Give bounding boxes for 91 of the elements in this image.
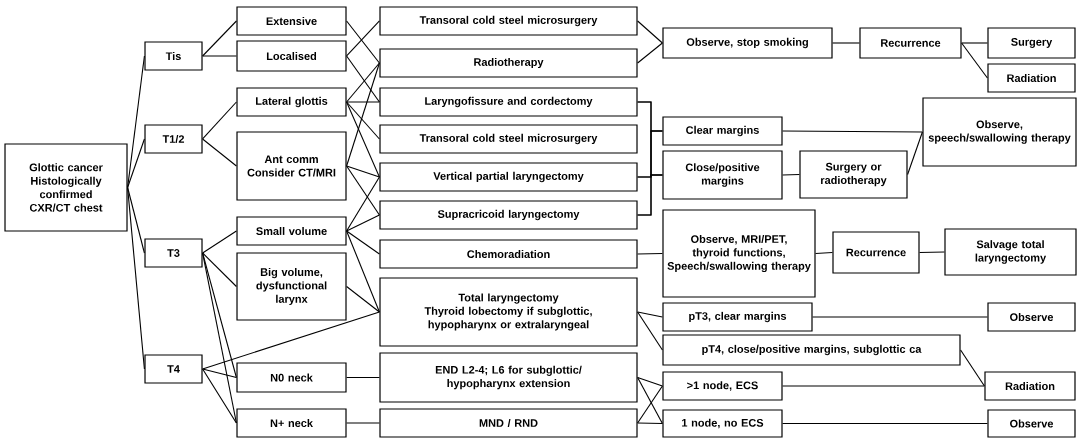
connector-line [782, 385, 985, 387]
connector-line [202, 138, 237, 167]
connector-line [637, 311, 663, 351]
flow-box: Surgery [987, 27, 1076, 59]
connector-line [637, 385, 663, 424]
connector-line [637, 174, 663, 216]
flow-box: Supracricoid laryngectomy [379, 200, 638, 230]
connector-line [346, 20, 380, 64]
flow-box: Laryngofissure and cordectomy [379, 87, 638, 117]
flow-box: Radiotherapy [379, 48, 638, 78]
flow-box: T1/2 [144, 124, 203, 154]
flow-box: Big volume, dysfunctional larynx [236, 252, 347, 321]
connector-line [346, 101, 380, 140]
flow-box: pT3, clear margins [662, 302, 813, 332]
flow-box: Glottic cancer Histologically confirmed CXR/CT chest [4, 143, 128, 232]
connector-line [127, 138, 145, 189]
flow-box: Radiation [987, 63, 1076, 93]
flow-box: Observe, speech/swallowing therapy [922, 97, 1077, 167]
flow-box: Transoral cold steel microsurgery [379, 6, 638, 36]
connector-line [346, 214, 380, 232]
connector-line [346, 285, 380, 313]
connector-line [346, 62, 380, 167]
connector-line [346, 230, 380, 255]
flow-box: Ant comm Consider CT/MRI [236, 131, 347, 201]
connector-line [637, 422, 663, 425]
flow-box: Localised [236, 40, 347, 72]
connector-line [637, 311, 663, 318]
connector-line [202, 230, 237, 254]
connector-line [346, 101, 380, 178]
connector-line [782, 130, 923, 133]
connector-line [815, 251, 833, 255]
connector-line [127, 186, 145, 254]
flow-box: Vertical partial laryngectomy [379, 162, 638, 192]
connector-line [637, 20, 663, 44]
connector-line [346, 101, 380, 103]
connector-line [202, 20, 237, 57]
flow-box: Observe [987, 409, 1076, 438]
connector-line [346, 230, 380, 313]
connector-line [346, 422, 380, 424]
connector-line [127, 55, 145, 189]
flow-box: Small volume [236, 216, 347, 246]
flow-box: Transoral cold steel microsurgery [379, 124, 638, 154]
flow-box: Chemoradiation [379, 239, 638, 269]
flow-box: T4 [144, 354, 203, 384]
flow-box: 1 node, no ECS [662, 409, 783, 438]
flow-box: N0 neck [236, 362, 347, 393]
connector-line [782, 422, 988, 425]
connector-line [202, 101, 237, 140]
flow-box: Observe, MRI/PET, thyroid functions, Speech/swallowing therapy [662, 209, 816, 298]
flow-box: >1 node, ECS [662, 371, 783, 401]
connector-line [346, 165, 380, 178]
flow-box: N+ neck [236, 408, 347, 438]
flow-box: Lateral glottis [236, 87, 347, 117]
connector-line [202, 252, 237, 424]
flow-box: Recurrence [859, 27, 962, 59]
connector-line [832, 42, 860, 44]
connector-line [202, 368, 237, 379]
flow-box: Tis [144, 41, 203, 71]
connector-line [202, 368, 237, 424]
connector-line [637, 376, 663, 425]
connector-line [127, 186, 145, 370]
connector-line [812, 316, 988, 318]
flow-box: Radiation [984, 371, 1076, 401]
flow-box: Close/positive margins [662, 150, 783, 200]
flow-box: Recurrence [832, 231, 920, 274]
flow-box: Observe, stop smoking [662, 27, 833, 59]
flow-box: T3 [144, 238, 203, 268]
connector-line [637, 376, 663, 387]
connector-line [961, 42, 988, 44]
flow-box: MND / RND [379, 408, 638, 438]
flow-box: END L2-4; L6 for subglottic/ hypopharynx extension [379, 352, 638, 403]
connector-line [919, 251, 945, 254]
flow-box: Salvage total laryngectomy [944, 228, 1077, 276]
connector-line [346, 376, 380, 379]
connector-line [202, 252, 237, 288]
connector-line [637, 42, 663, 64]
connector-line [202, 55, 237, 57]
flow-box: Observe [987, 302, 1076, 332]
connector-line [960, 349, 985, 387]
connector-line [346, 165, 380, 216]
connector-line [346, 20, 380, 57]
connector-line [346, 176, 380, 232]
flow-box: Total laryngectomy Thyroid lobectomy if subglottic, hypopharynx or extralaryngeal [379, 277, 638, 347]
connector-line [961, 42, 988, 79]
connector-line [782, 173, 800, 176]
flow-box: Surgery or radiotherapy [799, 150, 908, 199]
flow-box: Clear margins [662, 116, 783, 146]
flow-box: Extensive [236, 6, 347, 36]
connector-line [637, 252, 663, 255]
flow-box: pT4, close/positive margins, subglottic ca [662, 334, 961, 366]
connector-line [202, 311, 380, 370]
